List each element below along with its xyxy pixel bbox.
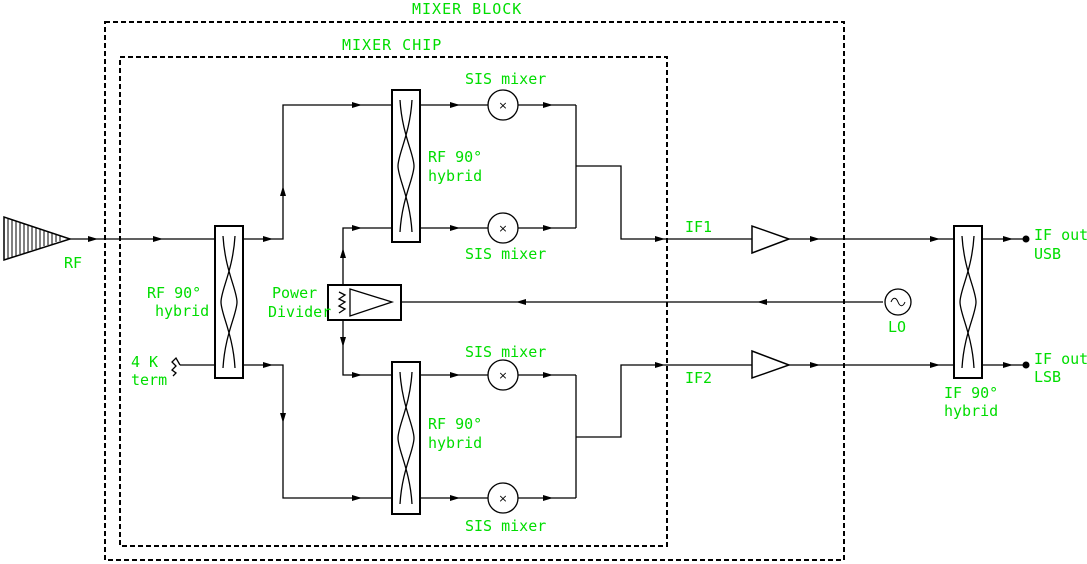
- if1-amplifier: [751, 224, 792, 255]
- rf-input-hybrid: [214, 225, 244, 379]
- sis-mixer-2-label: SIS mixer: [465, 245, 546, 263]
- lo-source: [884, 288, 912, 316]
- svg-text:×: ×: [498, 222, 507, 235]
- power-divider: [327, 284, 402, 321]
- if-hybrid-label-1: IF 90°: [944, 384, 998, 402]
- mixer-chip-boundary: [119, 56, 668, 547]
- rf-horn-antenna: [3, 215, 73, 262]
- if1-label: IF1: [685, 218, 712, 236]
- rf-upper-hybrid: [391, 89, 421, 243]
- mixer-block-title: MIXER BLOCK: [412, 0, 522, 18]
- 4k-termination-resistor: [171, 356, 215, 377]
- sis-mixer-3-label: SIS mixer: [465, 343, 546, 361]
- power-divider-label-2: Divider: [268, 303, 331, 321]
- rf-input-hybrid-label-1: RF 90°: [147, 284, 201, 302]
- sis-mixer-3: ×: [487, 359, 519, 391]
- rf-lower-hybrid: [391, 361, 421, 515]
- rf-upper-hybrid-label-1: RF 90°: [428, 148, 482, 166]
- rf-lower-hybrid-label-1: RF 90°: [428, 415, 482, 433]
- if-out-lsb-label-1: IF out: [1034, 350, 1087, 368]
- sis-mixer-4: ×: [487, 482, 519, 514]
- if-output-hybrid: [953, 225, 983, 379]
- usb-output-port: [1022, 235, 1030, 243]
- if2-label: IF2: [685, 369, 712, 387]
- mixer-chip-title: MIXER CHIP: [342, 36, 442, 54]
- lsb-output-port: [1022, 361, 1030, 369]
- power-divider-label-1: Power: [272, 284, 317, 302]
- lo-label: LO: [888, 318, 906, 336]
- rf-label: RF: [64, 254, 82, 272]
- mixer-block-boundary: [104, 21, 845, 561]
- sis-mixer-1: ×: [487, 89, 519, 121]
- if2-amplifier: [751, 349, 792, 380]
- svg-text:×: ×: [498, 369, 507, 382]
- rf-input-hybrid-label-2: hybrid: [155, 302, 209, 320]
- if-out-lsb-label-2: LSB: [1034, 368, 1061, 386]
- sis-mixer-2: ×: [487, 212, 519, 244]
- if-out-usb-label-1: IF out: [1034, 226, 1087, 244]
- sis-mixer-4-label: SIS mixer: [465, 517, 546, 535]
- svg-text:×: ×: [498, 99, 507, 112]
- svg-text:×: ×: [498, 492, 507, 505]
- sis-mixer-1-label: SIS mixer: [465, 70, 546, 88]
- if-hybrid-label-2: hybrid: [944, 402, 998, 420]
- rf-lower-hybrid-label-2: hybrid: [428, 434, 482, 452]
- term-label-1: 4 K: [131, 353, 158, 371]
- rf-upper-hybrid-label-2: hybrid: [428, 167, 482, 185]
- term-label-2: term: [131, 371, 167, 389]
- if-out-usb-label-2: USB: [1034, 245, 1061, 263]
